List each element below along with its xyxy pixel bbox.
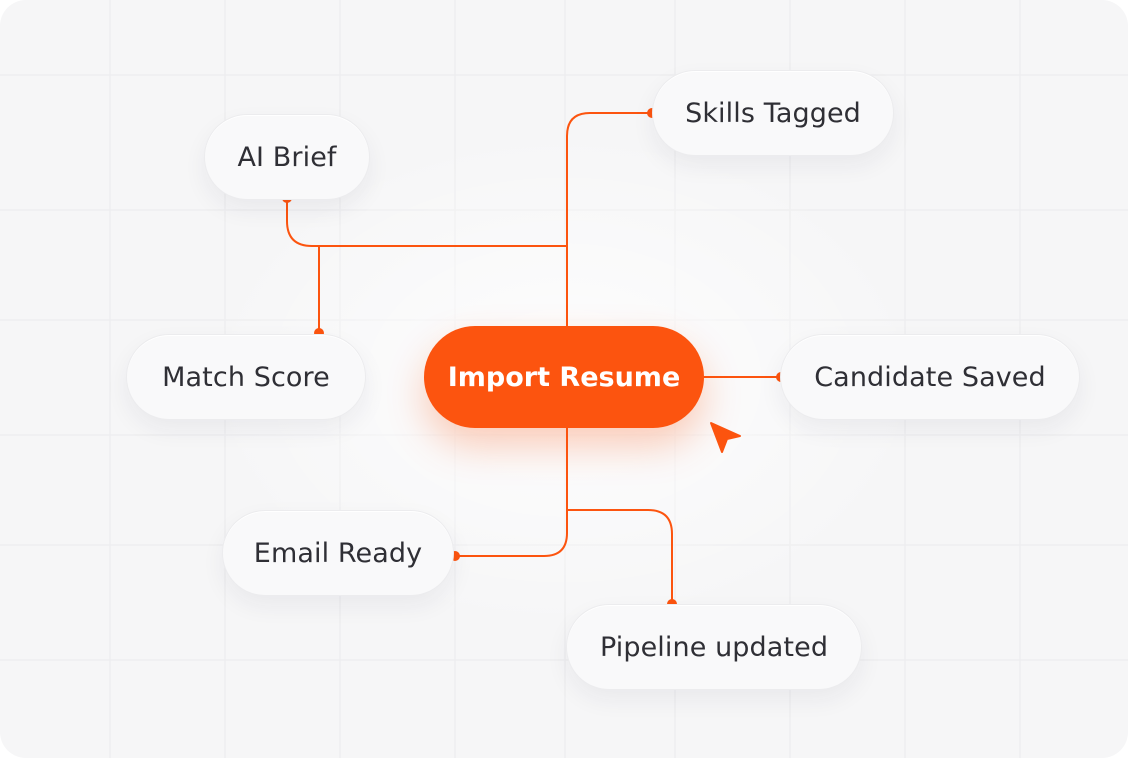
node-match-score-label: Match Score: [162, 361, 330, 393]
node-skills-tagged[interactable]: Skills Tagged: [652, 70, 894, 156]
connector-ai-brief: [286, 197, 568, 247]
node-pipeline-updated[interactable]: Pipeline updated: [566, 604, 862, 690]
node-email-ready-label: Email Ready: [253, 537, 423, 569]
node-skills-tagged-label: Skills Tagged: [685, 97, 861, 129]
import-resume-button[interactable]: Import Resume: [424, 326, 704, 428]
connector-email-ready: [454, 427, 568, 557]
node-ai-brief-label: AI Brief: [237, 141, 337, 173]
pointer-arrow-icon: [710, 422, 741, 453]
import-resume-label: Import Resume: [447, 361, 681, 393]
node-match-score[interactable]: Match Score: [126, 334, 366, 420]
connector-skills-tagged: [566, 112, 653, 327]
node-ai-brief[interactable]: AI Brief: [204, 114, 370, 200]
node-candidate-saved-label: Candidate Saved: [814, 361, 1046, 393]
connector-pipeline-updated: [566, 509, 673, 605]
node-email-ready[interactable]: Email Ready: [222, 510, 454, 596]
node-pipeline-updated-label: Pipeline updated: [599, 631, 829, 663]
node-candidate-saved[interactable]: Candidate Saved: [780, 334, 1080, 420]
